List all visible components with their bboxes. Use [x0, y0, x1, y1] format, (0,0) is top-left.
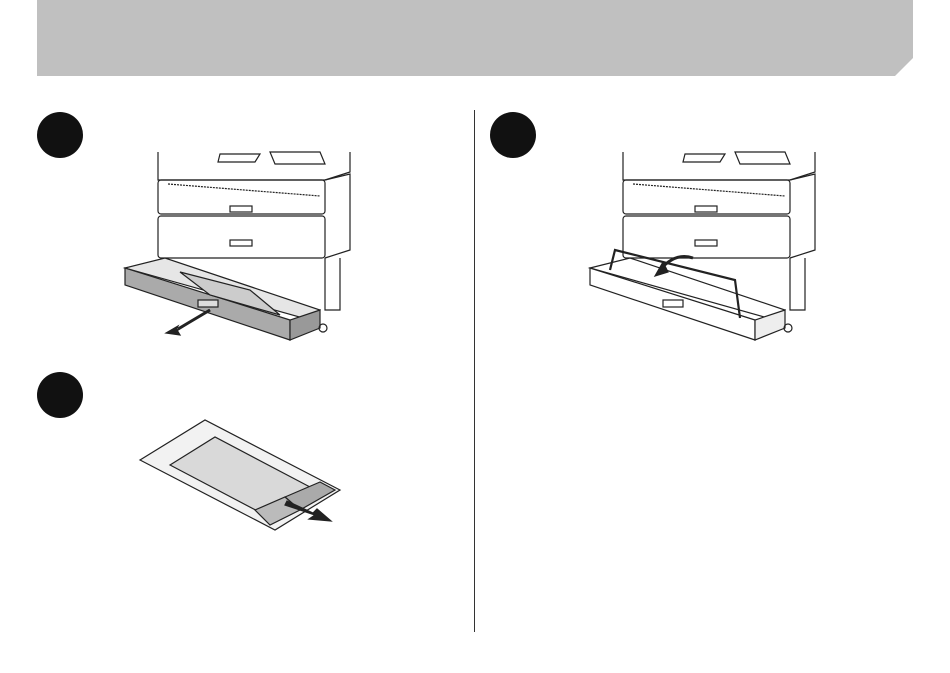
remove-from-bag-illustration [135, 415, 345, 540]
step-2-circle [37, 372, 83, 418]
step-3-circle [490, 112, 536, 158]
column-divider [474, 110, 475, 632]
flip-roll-holder-illustration [585, 150, 835, 350]
pull-out-drawer-illustration [120, 150, 370, 350]
header-band [0, 0, 950, 80]
step-1-circle [37, 112, 83, 158]
